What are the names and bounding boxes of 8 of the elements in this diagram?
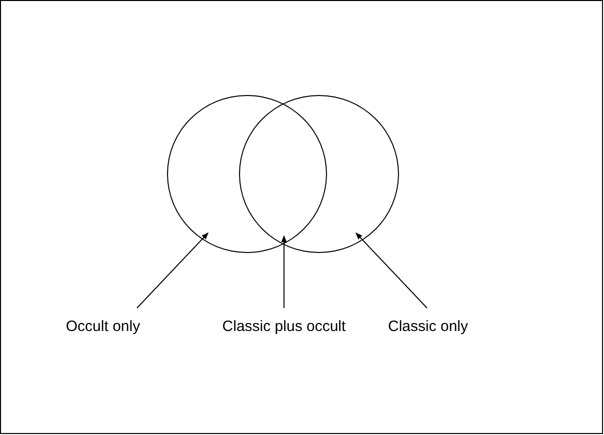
region-label: Classic only [368,316,488,338]
venn-circle [167,95,327,253]
region-label: Occult only [43,316,163,338]
leader-arrow [136,232,208,308]
leader-arrow [356,232,428,308]
leader-arrow [281,235,287,308]
venn-circle [239,95,399,253]
region-label: Classic plus occult [204,316,364,338]
